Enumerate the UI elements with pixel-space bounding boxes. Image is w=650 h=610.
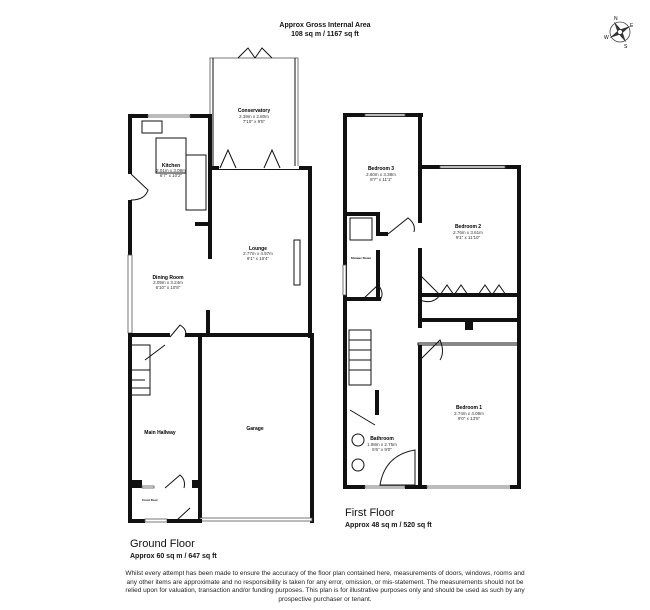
disclaimer: Whilst every attempt has been made to en…	[125, 570, 525, 603]
room-bedroom2-name: Bedroom 2	[455, 224, 481, 230]
room-bedroom2-imperial: 9'1" x 11'10"	[456, 235, 481, 240]
room-lounge-imperial: 9'1" x 16'4"	[247, 256, 270, 261]
room-bedroom1-name: Bedroom 1	[456, 405, 482, 411]
room-bedroom3-metric: 2.60m x 3.38m	[366, 172, 396, 177]
area-title: Approx Gross Internal Area	[279, 22, 371, 29]
compass-w: W	[604, 35, 609, 41]
compass-rose-icon: N E S W	[604, 16, 634, 50]
room-kitchen-name: Kitchen	[162, 163, 180, 169]
area-total: 108 sq m / 1167 sq ft	[291, 31, 359, 38]
room-bathroom-metric: 1.98m x 2.75m	[367, 442, 397, 447]
compass-s: S	[624, 44, 628, 50]
room-dining-name: Dining Room	[152, 275, 184, 281]
room-lounge-metric: 2.77m x 4.97m	[243, 251, 273, 256]
room-conservatory-name: Conservatory	[238, 108, 270, 114]
room-bathroom-name: Bathroom	[370, 436, 394, 442]
room-conservatory-imperial: 7'10" x 9'5"	[243, 119, 266, 124]
room-kitchen-imperial: 6'7" x 10'2"	[160, 173, 183, 178]
room-bathroom-imperial: 6'6" x 9'0"	[372, 447, 392, 452]
room-dining-imperial: 6'10" x 10'8"	[156, 285, 181, 290]
room-front-door-name: Front Door	[142, 498, 158, 502]
room-dining-metric: 2.09m x 3.24m	[153, 280, 183, 285]
room-bedroom3-name: Bedroom 3	[368, 166, 394, 172]
room-kitchen-metric: 2.01m x 3.08m	[156, 168, 186, 173]
first-floor-area: Approx 48 sq m / 520 sq ft	[345, 522, 432, 529]
room-bedroom1-imperial: 9'0" x 13'5"	[458, 416, 481, 421]
ground-floor-area: Approx 60 sq m / 647 sq ft	[130, 553, 217, 560]
ground-floor-label: Ground Floor	[130, 538, 195, 550]
room-hallway-name: Main Hallway	[144, 430, 176, 436]
room-bedroom2-metric: 2.76m x 3.61m	[453, 230, 483, 235]
room-bedroom1-metric: 2.74m x 4.09m	[454, 411, 484, 416]
room-shower-name: Shower Room	[351, 256, 372, 260]
room-lounge-name: Lounge	[249, 246, 267, 252]
compass-e: E	[630, 23, 634, 29]
first-floor-label: First Floor	[345, 507, 395, 519]
ground-floor-plan: Conservatory 2.39m x 2.80m 7'10" x 9'5" …	[127, 47, 314, 523]
compass-n: N	[614, 16, 618, 22]
room-bedroom3-imperial: 8'7" x 11'1"	[370, 177, 392, 182]
first-floor-plan: Bedroom 3 2.60m x 3.38m 8'7" x 11'1" Bed…	[342, 113, 521, 489]
room-garage-name: Garage	[246, 426, 263, 432]
room-conservatory-metric: 2.39m x 2.80m	[239, 114, 269, 119]
